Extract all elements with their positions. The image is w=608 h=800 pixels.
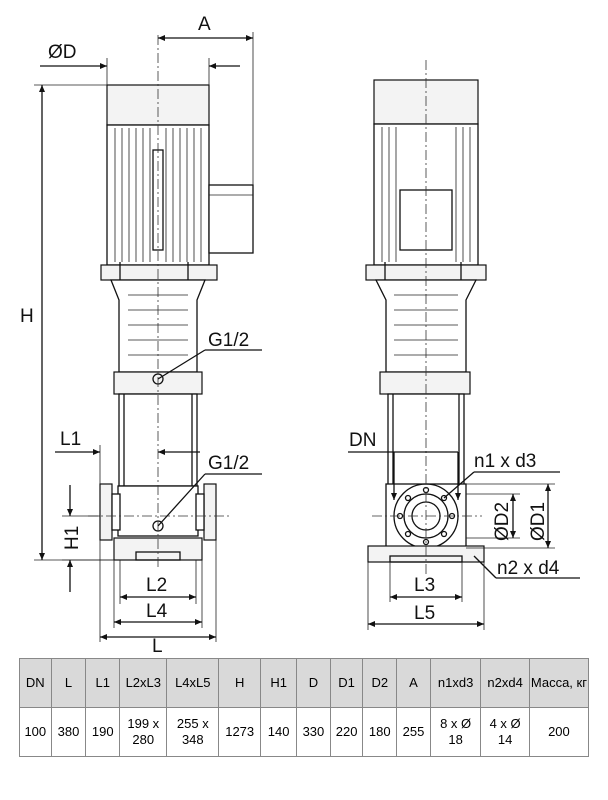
spec-table: DN L L1 L2xL3 L4xL5 H H1 D D1 D2 A n1xd3… (19, 658, 590, 757)
table-cell: 200 (528, 707, 590, 757)
header-cell: D1 (329, 658, 364, 708)
label-L4: L4 (146, 601, 168, 622)
table-cell: 255 (396, 707, 431, 757)
label-D1: ØD1 (528, 502, 549, 541)
table-cell: 380 (50, 707, 87, 757)
label-G1-2-upper: G1/2 (208, 330, 249, 351)
table-cell: 190 (85, 707, 121, 757)
header-cell: D (296, 658, 331, 708)
table-cell: 100 (19, 707, 52, 757)
label-DN: DN (349, 430, 376, 451)
table-cell: 4 x Ø 14 (480, 707, 530, 757)
header-cell: n1xd3 (429, 658, 482, 708)
label-G1-2-lower: G1/2 (208, 453, 249, 474)
header-cell: A (396, 658, 431, 708)
table-header-row: DN L L1 L2xL3 L4xL5 H H1 D D1 D2 A n1xd3… (19, 658, 590, 708)
header-cell: H (218, 658, 262, 708)
label-n2-d4: n2 x d4 (497, 558, 560, 579)
table-cell: 330 (296, 707, 331, 757)
header-cell: Масса, кг (528, 658, 590, 708)
label-L5: L5 (414, 603, 435, 624)
table-cell: 255 x 348 (166, 707, 220, 757)
label-L2: L2 (146, 575, 167, 596)
label-L3: L3 (414, 575, 435, 596)
label-D2: ØD2 (492, 502, 513, 541)
pump-dimension-drawing: A ØD H G1/2 L1 G1/2 H1 L2 L4 L DN n1 x d… (20, 14, 580, 655)
label-H1: H1 (62, 526, 83, 550)
label-A: A (198, 14, 211, 35)
side-view (348, 60, 580, 630)
label-n1-d3: n1 x d3 (474, 451, 536, 472)
table-cell: 1273 (218, 707, 262, 757)
table-row: 100 380 190 199 x 280 255 x 348 1273 140… (19, 707, 590, 757)
front-view (34, 32, 262, 642)
table-cell: 199 x 280 (119, 707, 168, 757)
header-cell: H1 (260, 658, 298, 708)
table-cell: 8 x Ø 18 (429, 707, 482, 757)
label-H: H (20, 306, 34, 327)
label-L1: L1 (60, 429, 81, 450)
header-cell: L2xL3 (119, 658, 168, 708)
label-D: ØD (48, 42, 77, 63)
header-cell: D2 (362, 658, 398, 708)
label-L: L (152, 636, 163, 655)
header-cell: L1 (85, 658, 121, 708)
header-cell: n2xd4 (480, 658, 530, 708)
header-cell: L4xL5 (166, 658, 220, 708)
header-cell: L (50, 658, 87, 708)
header-cell: DN (19, 658, 52, 708)
table-cell: 140 (260, 707, 298, 757)
table-cell: 220 (329, 707, 364, 757)
table-cell: 180 (362, 707, 398, 757)
